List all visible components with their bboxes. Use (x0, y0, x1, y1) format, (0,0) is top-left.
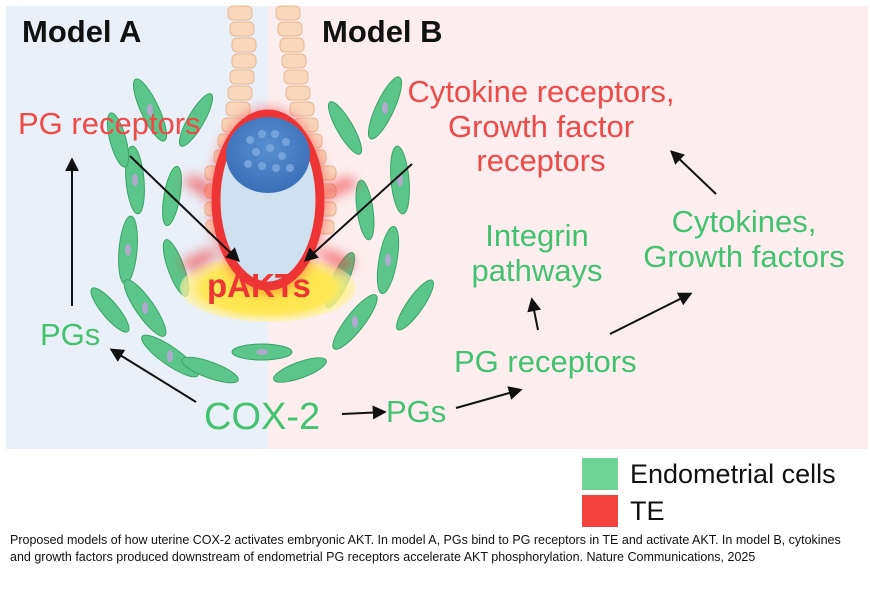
cox2-label: COX-2 (204, 396, 321, 438)
cytokines-label: Cytokines, Growth factors (643, 204, 845, 274)
integrin-pathways-label: Integrin pathways (471, 218, 603, 288)
legend-endometrial: Endometrial cells (582, 458, 836, 490)
arrow-cox2-to-pgs-a (109, 348, 197, 403)
legend-label-te: TE (630, 495, 665, 526)
pgs-model-b-label: PGs (386, 394, 447, 429)
arrow-pg-receptors-to-cytokines (609, 292, 693, 335)
pg-receptors-te-label: PG receptors (18, 106, 201, 141)
arrow-pgs-to-pg-receptors-b (455, 386, 523, 409)
pgs-model-a-label: PGs (40, 317, 101, 352)
legend-swatch-endometrial (582, 458, 618, 490)
model-b-title: Model B (322, 14, 443, 49)
inner-cell-mass (226, 117, 310, 193)
legend-label-endometrial: Endometrial cells (630, 458, 836, 489)
arrow-cytokines-to-receptors (669, 150, 717, 195)
arrow-cytokine-receptors-to-pakts (303, 163, 413, 262)
pakts-label: pAKTs (207, 267, 311, 304)
arrow-pg-receptors-to-integrin (527, 297, 542, 331)
arrow-cox2-to-pgs-b (341, 405, 387, 420)
embryo-illustration (65, 5, 717, 420)
figure-caption: Proposed models of how uterine COX-2 act… (10, 533, 841, 564)
cytokine-receptors-label: Cytokine receptors, Growth factor recept… (407, 74, 675, 179)
pg-receptors-endometrial-label: PG receptors (454, 344, 637, 379)
trophectoderm (180, 108, 358, 292)
legend-swatch-te (582, 495, 618, 527)
legend-te: TE (582, 495, 665, 527)
pathway-arrows (65, 150, 717, 420)
model-a-title: Model A (22, 14, 142, 49)
arrow-pg-receptors-to-pakts (129, 155, 241, 262)
